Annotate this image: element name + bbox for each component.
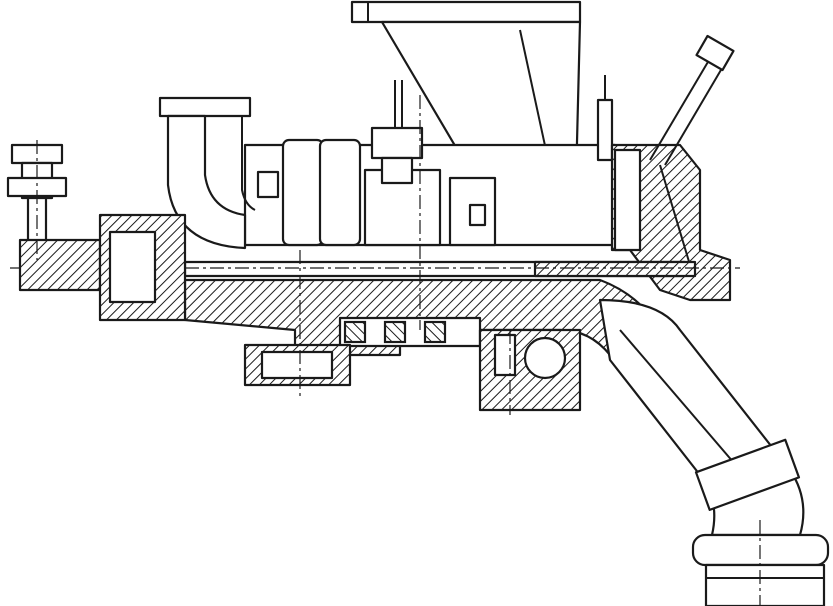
left-fitting [6,140,187,322]
drive-shaft [10,260,740,278]
right-housing [610,34,735,302]
inlet-elbow [158,96,256,250]
pump-body [243,75,617,247]
outlet-pipe [598,298,830,606]
lower-housing [183,278,662,412]
